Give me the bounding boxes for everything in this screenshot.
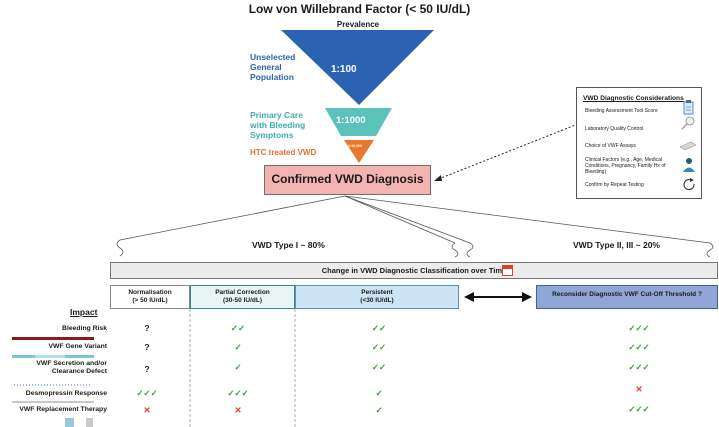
category-reconsider: Reconsider Diagnostic VWF Cut-Off Thresh… <box>536 285 718 309</box>
slide-icon <box>679 141 697 151</box>
tier-general-label: Unselected General Population <box>250 52 296 82</box>
funnel-tier-general <box>281 30 434 105</box>
prevalence-heading: Prevalence <box>336 20 380 29</box>
person-icon <box>683 158 695 172</box>
consideration-bat: Bleeding Assessment Tool Score <box>585 108 658 114</box>
mark-secretion-persistent: ✓✓ <box>371 362 387 372</box>
tier-htc-value: 1:10,000 <box>348 144 362 148</box>
change-bar-label: Change in VWD Diagnostic Classification … <box>321 266 507 275</box>
calendar-icon <box>502 265 513 276</box>
tier-general-value: 1:100 <box>331 64 357 75</box>
mark-bleeding-partial: ✓✓ <box>230 323 246 333</box>
vials-icon <box>65 418 74 427</box>
consideration-repeat: Confirm by Repeat Testing <box>585 182 644 188</box>
mark-replacement-persistent: ✓ <box>375 405 383 415</box>
row-label-bleeding-risk: Bleeding Risk <box>62 325 107 332</box>
mark-gene-partial: ✓ <box>234 342 242 352</box>
clipboard-icon <box>683 100 694 115</box>
mark-replacement-normalisation: ✕ <box>143 405 151 415</box>
mark-bleeding-normalisation: ? <box>144 323 150 333</box>
considerations-title: VWD Diagnostic Considerations <box>583 95 684 102</box>
funnel-tier-htc <box>344 140 374 163</box>
mark-desmo-persistent: ✓ <box>375 388 383 398</box>
mark-bleeding-reconsider: ✓✓✓ <box>628 323 650 333</box>
mark-replacement-reconsider: ✓✓✓ <box>628 404 650 414</box>
mark-desmo-reconsider: ✕ <box>635 384 643 394</box>
bleeding-risk-bar <box>12 337 94 340</box>
desmopressin-bar <box>12 401 94 403</box>
category-normalisation: Normalisation (> 50 IU/dL) <box>110 285 190 309</box>
category-persistent: Persistent (<30 IU/dL) <box>295 285 459 309</box>
row-label-gene-variant: VWF Gene Variant <box>48 343 107 350</box>
category-partial: Partial Correction (30-50 IU/dL) <box>190 285 295 309</box>
mark-replacement-partial: ✕ <box>234 405 242 415</box>
tier-htc-label: HTC treated VWD <box>250 148 317 157</box>
row-label-secretion: VWF Secretion and/or Clearance Defect <box>36 360 107 375</box>
figure-title: Low von Willebrand Factor (< 50 IU/dL) <box>248 2 471 16</box>
confirmed-diagnosis-box: Confirmed VWD Diagnosis <box>264 165 431 195</box>
classification-change-bar: Change in VWD Diagnostic Classification … <box>110 262 718 279</box>
arrow-head <box>434 175 442 181</box>
mark-gene-reconsider: ✓✓✓ <box>628 342 650 352</box>
type2-label: VWD Type II, III ~ 20% <box>573 240 660 250</box>
consideration-clinical: Clinical Factors (e.g., Age, Medical Con… <box>585 157 666 175</box>
tier-primary-value: 1:1000 <box>336 115 366 126</box>
considerations-arrow <box>435 123 579 181</box>
consideration-lab-qc: Laboratory Quality Control <box>585 126 644 132</box>
repeat-icon <box>683 178 695 191</box>
mark-secretion-normalisation: ? <box>144 364 150 374</box>
mark-bleeding-persistent: ✓✓ <box>371 323 387 333</box>
mark-desmo-normalisation: ✓✓✓ <box>136 388 158 398</box>
considerations-panel: VWD Diagnostic Considerations Bleeding A… <box>576 87 702 199</box>
row-label-desmopressin: Desmopressin Response <box>25 390 107 397</box>
impact-heading: Impact <box>70 307 98 317</box>
considerations-icons <box>679 100 697 191</box>
mark-gene-persistent: ✓✓ <box>371 342 387 352</box>
mark-gene-normalisation: ? <box>144 342 150 352</box>
mark-secretion-partial: ✓ <box>234 362 242 372</box>
row-label-replacement: VWF Replacement Therapy <box>19 406 107 413</box>
mark-desmo-partial: ✓✓✓ <box>227 388 249 398</box>
mark-secretion-reconsider: ✓✓✓ <box>628 362 650 372</box>
funnel-tier-primary <box>325 108 392 136</box>
consideration-assays: Choice of VWF Assays <box>585 143 636 149</box>
magnifier-icon <box>681 116 695 130</box>
type1-label: VWD Type I ~ 80% <box>252 240 325 250</box>
tier-primary-label: Primary Care with Bleeding Symptoms <box>250 110 306 140</box>
